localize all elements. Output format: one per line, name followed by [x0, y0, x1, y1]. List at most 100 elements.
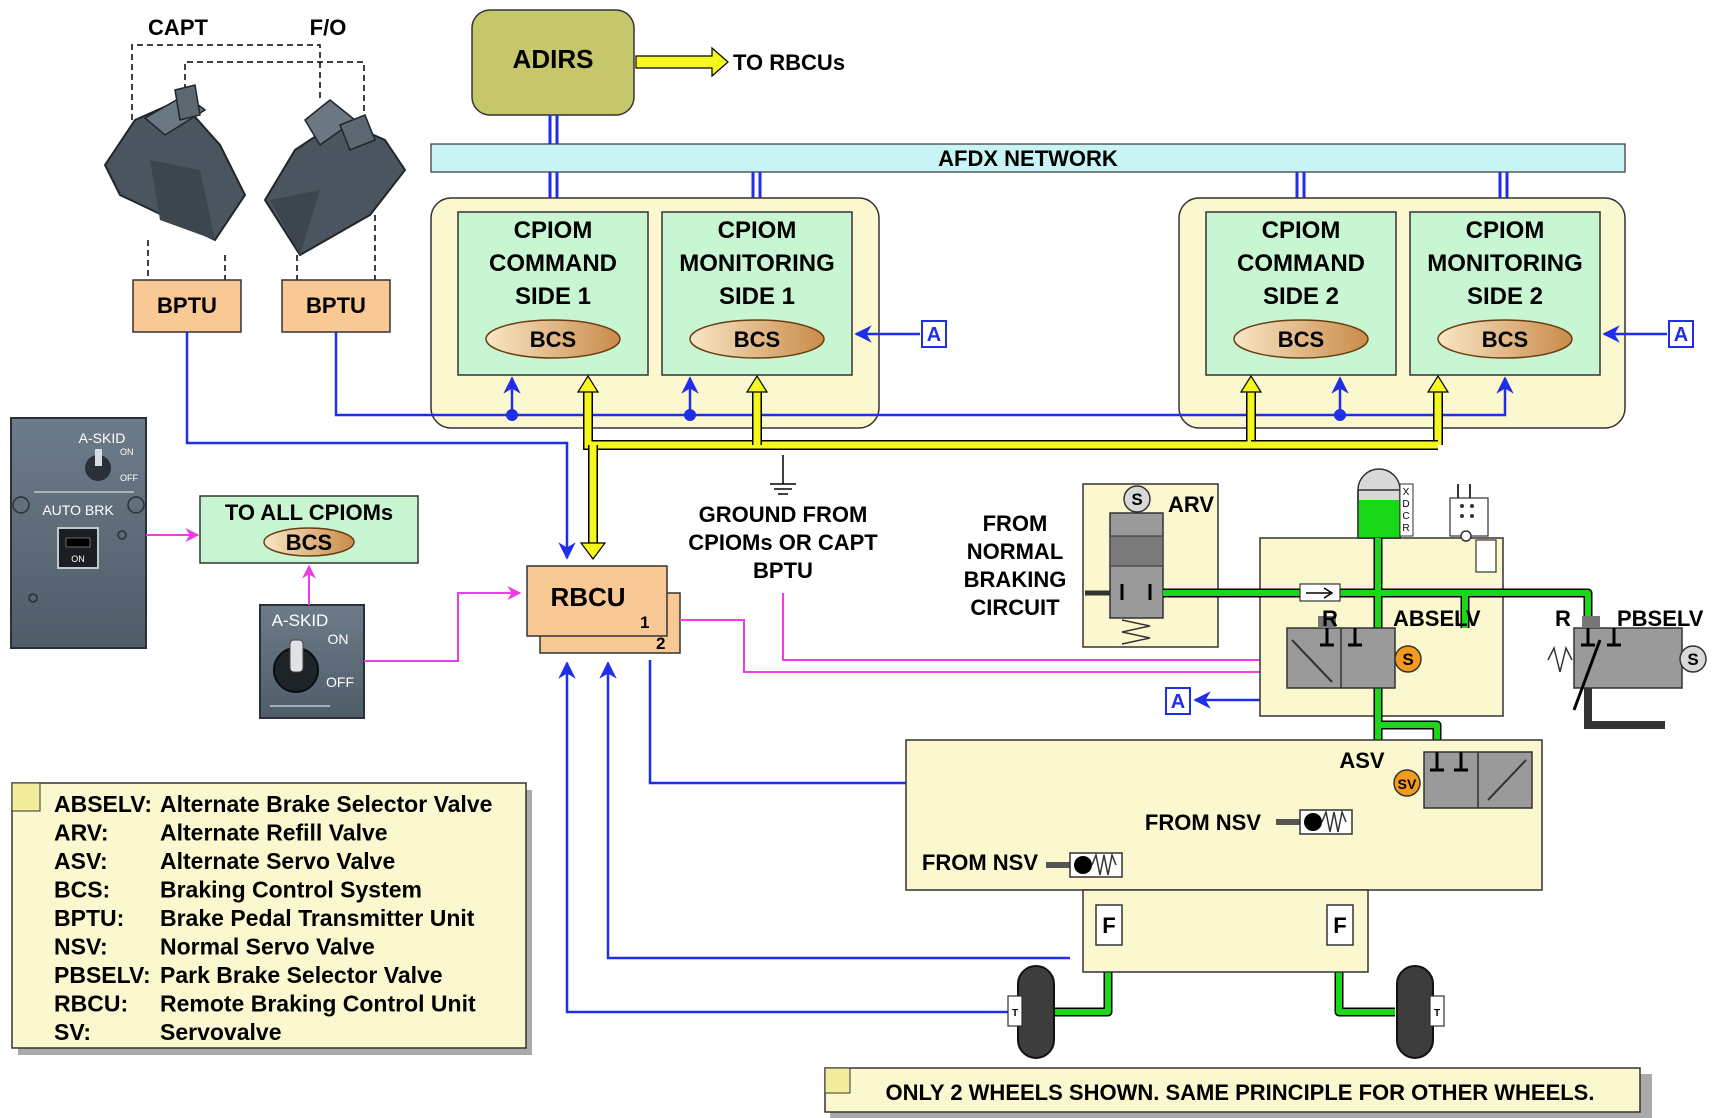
askid-autobrk-panel: A-SKID ON OFF AUTO BRK ON — [10, 417, 147, 649]
junction-dot-1 — [506, 409, 518, 421]
arv-valve: S — [1082, 483, 1219, 648]
fuse-2-label: F — [1333, 913, 1346, 938]
cpiom-cmd-1-line3: SIDE 1 — [515, 283, 591, 310]
tacho-2-label: T — [1434, 1008, 1440, 1019]
bptu-signal-lines — [185, 332, 1514, 560]
legend-description: Normal Servo Valve — [160, 934, 375, 960]
to-all-cpioms-label: TO ALL CPIOMs — [225, 500, 393, 525]
pbselv-solenoid — [1679, 645, 1707, 673]
cpiom-mon-2-line3: SIDE 2 — [1467, 283, 1543, 310]
afdx-label: AFDX NETWORK — [938, 146, 1118, 171]
abselv-label: ABSELV — [1393, 606, 1481, 631]
cpiom-cmd-1-line2: COMMAND — [489, 250, 617, 277]
brake-pedals — [103, 44, 407, 280]
xdcr-box — [1399, 483, 1414, 537]
askid-switch-on: ON — [328, 631, 349, 647]
fuse-1 — [1095, 904, 1123, 946]
panel-askid-off: OFF — [120, 473, 138, 483]
wheel-1-icon — [1007, 965, 1055, 1059]
askid-switch-label: A-SKID — [272, 611, 329, 630]
rbcu-to-abselv-line — [680, 619, 1274, 679]
fuse-1-label: F — [1102, 913, 1115, 938]
bcs-cmd-2 — [1233, 319, 1369, 359]
legend-description: Park Brake Selector Valve — [160, 962, 443, 988]
check-valve-2 — [1046, 852, 1123, 878]
askid-switch-off: OFF — [326, 674, 354, 690]
xdcr-d: D — [1402, 499, 1409, 510]
arv-solenoid — [1123, 485, 1151, 513]
junction-dot-2 — [684, 409, 696, 421]
bcs-cmd-1 — [485, 319, 621, 359]
askid-to-rbcu-line — [364, 586, 522, 662]
cpiom-mon-1-line2: MONITORING — [679, 250, 835, 277]
ref-a-label-3: A — [1171, 691, 1185, 713]
cpiom-cmd-2-line1: CPIOM — [1262, 217, 1341, 244]
from-normal-line1: FROM — [983, 511, 1048, 536]
capt-label: CAPT — [148, 15, 208, 40]
note-text: ONLY 2 WHEELS SHOWN. SAME PRINCIPLE FOR … — [886, 1080, 1595, 1105]
from-nsv-label-1: FROM NSV — [1145, 810, 1261, 835]
legend-abbr: PBSELV: — [54, 962, 151, 988]
tacho-2-to-rbcu-line — [599, 661, 1070, 960]
legend — [11, 782, 532, 1055]
note-box — [824, 1067, 1652, 1118]
pbselv-valve — [1547, 616, 1683, 729]
bcs-all-cpioms — [263, 527, 355, 557]
ground-line3: BPTU — [753, 558, 813, 583]
legend-abbr: NSV: — [54, 934, 108, 960]
ref-a-box-1 — [921, 320, 947, 348]
panel-askid-label: A-SKID — [79, 430, 126, 446]
bptu-capt-label: BPTU — [157, 293, 217, 318]
legend-abbr: RBCU: — [54, 991, 128, 1017]
rbcu-label: RBCU — [550, 582, 625, 612]
abselv-s-label: S — [1402, 650, 1413, 669]
bptu-capt-box — [132, 279, 242, 333]
asv-label: ASV — [1339, 748, 1385, 773]
askid-switch-panel: A-SKID ON OFF — [259, 604, 365, 719]
capt-pedal-icon — [103, 84, 247, 242]
from-normal-line3: BRAKING — [964, 567, 1067, 592]
fo-pedal-icon — [263, 99, 407, 257]
ref-a-label-1: A — [927, 324, 941, 346]
legend-description: Remote Braking Control Unit — [160, 991, 476, 1017]
autobrk-pushbutton[interactable] — [57, 527, 99, 569]
adirs-label: ADIRS — [513, 44, 594, 74]
adirs-box — [471, 9, 635, 116]
cpiom-command-side-1: CPIOM COMMAND SIDE 1 BCS — [457, 211, 649, 376]
panel-askid-on: ON — [120, 447, 134, 457]
cpiom-cmd-2-line2: COMMAND — [1237, 250, 1365, 277]
panel-askid-switch[interactable] — [85, 455, 111, 481]
from-nsv-label-2: FROM NSV — [922, 850, 1038, 875]
cpiom-mon-2-line2: MONITORING — [1427, 250, 1583, 277]
fo-label: F/O — [310, 15, 347, 40]
arv-label: ARV — [1168, 492, 1214, 517]
rbcu-2-number: 2 — [656, 634, 665, 653]
bcs-mon-2-label: BCS — [1482, 327, 1528, 352]
tacho-1-to-rbcu-line — [558, 661, 1010, 1014]
cpiom-command-side-2: CPIOM COMMAND SIDE 2 BCS — [1205, 211, 1397, 376]
autobrk-on-label: ON — [71, 554, 85, 564]
legend-abbr: ASV: — [54, 848, 108, 874]
legend-rows: ABSELV:Alternate Brake Selector ValveARV… — [54, 791, 492, 1045]
arv-s-label: S — [1131, 490, 1142, 509]
rbcu-1-number: 1 — [640, 613, 649, 632]
tacho-1-label: T — [1012, 1008, 1018, 1019]
yellow-data-bus — [576, 374, 1450, 560]
bcs-mon-1 — [689, 319, 825, 359]
cpiom-monitoring-side-2: CPIOM MONITORING SIDE 2 BCS — [1409, 211, 1601, 376]
ground-icon — [770, 455, 796, 495]
rbcu-1-box — [526, 565, 668, 637]
from-normal-line4: CIRCUIT — [970, 595, 1060, 620]
ground-to-abselv-line — [782, 593, 1274, 667]
xdcr-r: R — [1402, 523, 1409, 534]
bcs-mon-2 — [1437, 319, 1573, 359]
wheel-2-icon — [1396, 965, 1445, 1059]
xdcr-x: X — [1403, 487, 1410, 498]
cpiom-mon-1-line1: CPIOM — [718, 217, 797, 244]
cpiom-monitoring-side-1: CPIOM MONITORING SIDE 1 BCS — [661, 211, 853, 376]
ref-a-box-2 — [1668, 320, 1694, 348]
legend-description: Alternate Servo Valve — [160, 848, 395, 874]
legend-description: Brake Pedal Transmitter Unit — [160, 905, 475, 931]
legend-abbr: ARV: — [54, 820, 109, 846]
junction-dot-3 — [1334, 409, 1346, 421]
